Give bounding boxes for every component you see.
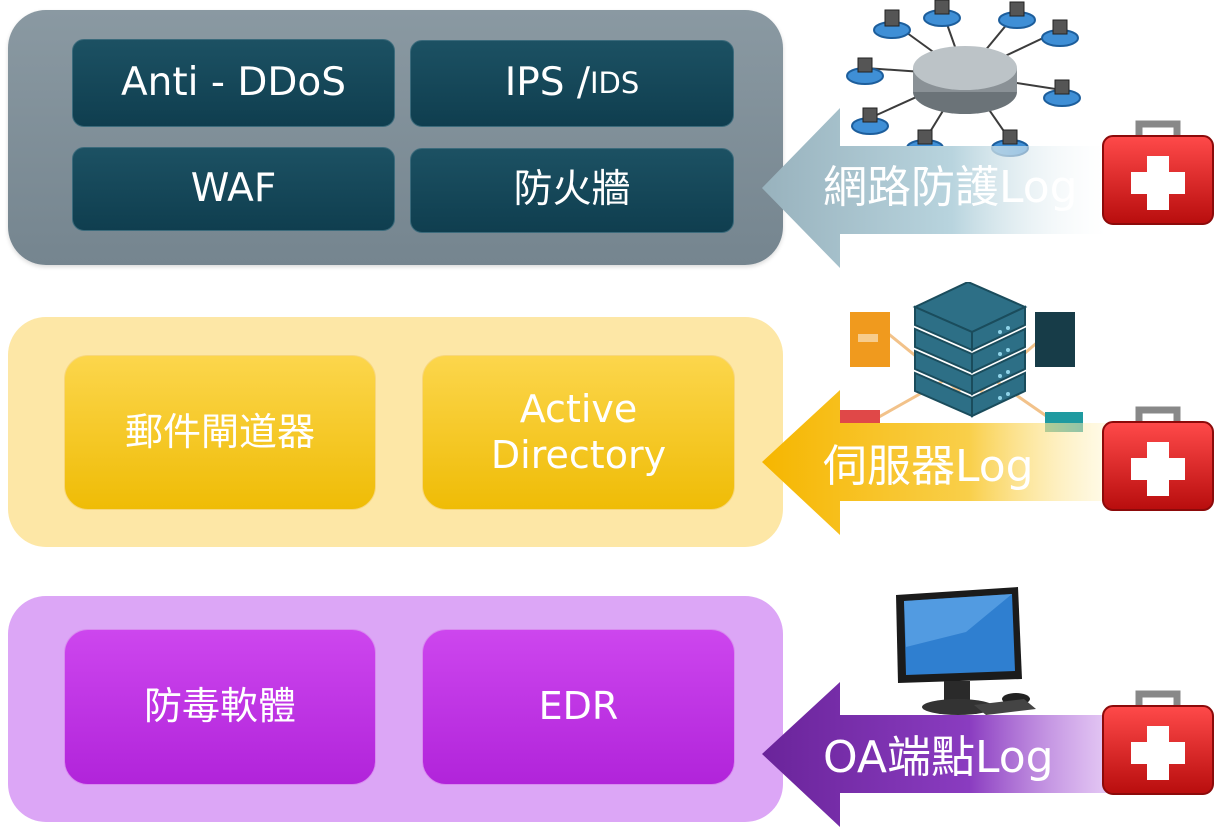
server-rack-icon (840, 282, 1100, 432)
server-log-label: 伺服器Log (823, 441, 1034, 492)
first-aid-kit-icon (1099, 688, 1217, 798)
first-aid-kit-icon (1099, 404, 1217, 514)
antivirus-box: 防毒軟體 (64, 629, 376, 785)
desktop-computer-icon (886, 587, 1046, 722)
network-log-label: 網路防護Log (823, 162, 1078, 213)
endpoint-log-arrow (762, 682, 1107, 827)
anti-ddos-box: Anti - DDoS (72, 39, 395, 127)
firewall-box: 防火牆 (410, 148, 734, 233)
ips-ids-box: IPS / IDS (410, 40, 734, 127)
edr-box: EDR (422, 629, 735, 785)
network-log-arrow (762, 108, 1107, 294)
server-log-arrow (762, 390, 1107, 576)
endpoint-log-label: OA端點Log (823, 732, 1054, 783)
network-topology-icon (835, 0, 1095, 160)
first-aid-kit-icon (1099, 118, 1217, 228)
active-directory-box: Active Directory (422, 355, 735, 510)
waf-box: WAF (72, 147, 395, 231)
mail-gateway-box: 郵件閘道器 (64, 355, 376, 510)
